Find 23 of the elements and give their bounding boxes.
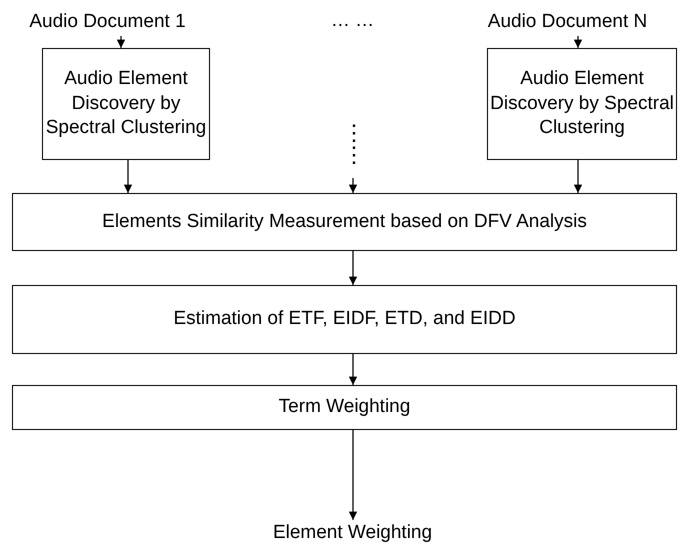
process-box — [487, 48, 677, 160]
process-box — [12, 385, 677, 430]
input-label: Element Weighting — [272, 520, 432, 545]
process-box — [12, 193, 677, 251]
input-label: Audio Document N — [488, 10, 648, 34]
box-text: Audio Element Discovery by Spectral Clustering — [44, 66, 208, 140]
box-text: Term Weighting — [278, 395, 410, 420]
process-box — [12, 285, 677, 354]
ellipsis-text: … … — [330, 10, 376, 32]
arrow — [116, 36, 126, 48]
arrow — [124, 160, 132, 193]
box-text: Estimation of ETF, EIDF, ETD, and EIDD — [173, 307, 516, 332]
arrow — [348, 178, 358, 193]
arrow — [348, 430, 358, 520]
arrow — [574, 160, 582, 193]
box-text: Elements Similarity Measurement based on DFV Analysis — [102, 210, 587, 234]
process-box — [42, 48, 210, 160]
arrow — [348, 251, 358, 285]
arrow — [574, 36, 582, 48]
vertical-ellipsis-text: ⋮ ⋮ — [343, 122, 363, 166]
input-label: Audio Document 1 — [29, 10, 186, 34]
arrow — [348, 354, 358, 385]
box-text: Audio Element Discovery by Spectral Clustering — [489, 66, 675, 140]
